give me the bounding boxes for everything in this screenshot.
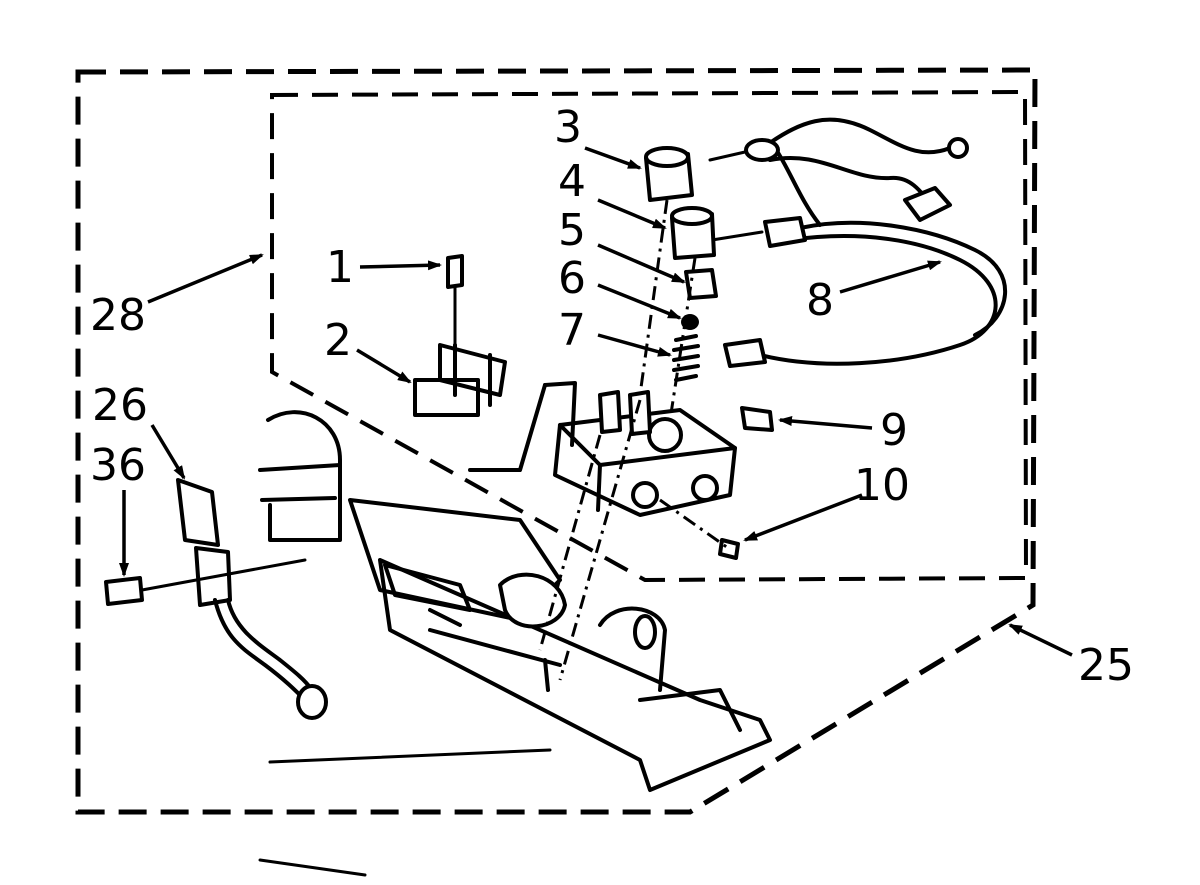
guide-line-1 [558, 399, 642, 681]
part-9-clip [740, 406, 774, 432]
base-frame [258, 410, 772, 792]
part-2-bracket [413, 254, 507, 417]
guide-line-2 [538, 434, 602, 651]
label-7: 7 [558, 305, 586, 356]
leader-5 [597, 243, 686, 284]
label-26: 26 [92, 380, 148, 431]
leader-6 [597, 283, 682, 320]
leader-10 [743, 493, 863, 542]
floor-line [268, 748, 552, 764]
leader-26 [150, 424, 186, 480]
leader-3 [584, 146, 642, 170]
assembly-boundary-outer [75, 67, 1038, 815]
label-10: 10 [854, 460, 910, 511]
leader-8 [839, 260, 942, 294]
label-1: 1 [326, 242, 354, 293]
leader-7 [597, 333, 672, 357]
valve-body [468, 381, 737, 517]
leader-2 [356, 348, 412, 384]
label-9: 9 [880, 405, 908, 456]
leader-25 [1008, 623, 1073, 657]
part-26-ground-bracket [104, 478, 328, 720]
wire-harness [708, 117, 1007, 368]
leader-4 [597, 198, 667, 230]
leader-1 [359, 260, 442, 271]
leader-9 [778, 416, 873, 430]
label-6: 6 [558, 253, 586, 304]
label-4: 4 [558, 156, 586, 207]
label-36: 36 [90, 440, 146, 491]
label-5: 5 [558, 205, 586, 256]
switch-stack [638, 146, 718, 421]
part-10-screw [718, 538, 740, 560]
label-25: 25 [1078, 640, 1134, 691]
label-28: 28 [90, 290, 146, 341]
label-3: 3 [554, 102, 582, 153]
label-8: 8 [806, 275, 834, 326]
assembly-boundary-inner [270, 89, 1029, 583]
bottom-line [258, 858, 367, 877]
label-2: 2 [324, 315, 352, 366]
leader-28 [147, 253, 264, 304]
